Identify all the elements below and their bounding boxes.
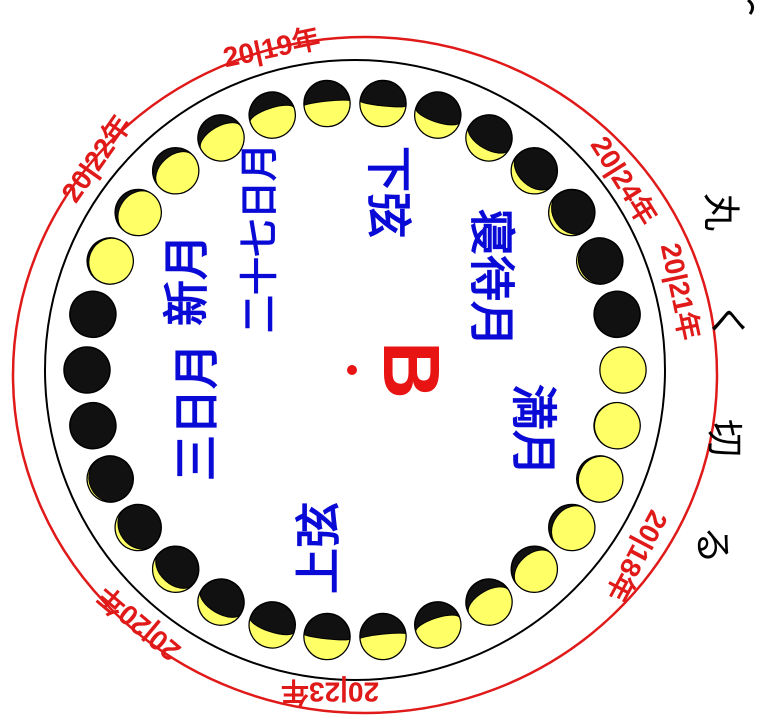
moon-phase-27 [502, 138, 567, 203]
moon-lit-part [543, 498, 604, 560]
moon-phase-2 [590, 398, 645, 453]
moon-phase-17 [66, 287, 121, 342]
moon-phase-7 [409, 596, 467, 654]
moon-phase-25 [409, 86, 467, 144]
moon-phase-11 [190, 571, 253, 634]
moon-lit-part [82, 231, 141, 291]
moon-phase-3 [569, 449, 630, 510]
moon-phase-23 [302, 78, 353, 129]
moon-phase-18 [80, 231, 141, 292]
moon-phase-10 [243, 596, 301, 654]
moon-phase-29 [569, 231, 630, 292]
label-first-quarter: 上弦 [292, 502, 346, 594]
year-label-2019: 20|19年 [220, 22, 323, 74]
moon-phase-30 [590, 287, 645, 342]
moon-lit-part [360, 632, 408, 662]
center-letter: B [367, 341, 456, 399]
moon-phase-24 [358, 78, 409, 129]
moon-phase-14 [80, 449, 141, 510]
cut-char-3: 切 [703, 419, 747, 457]
label-last-quarter: 下弦 [362, 146, 416, 238]
moon-disc [66, 398, 121, 453]
label-new-moon: 新月 [160, 234, 214, 326]
cut-char-2: く [706, 303, 750, 341]
year-label-2020: 20|20年 [90, 580, 186, 668]
label-crescent: 三日月 [170, 343, 224, 481]
moon-phase-1 [600, 347, 646, 393]
moon-lit-part [304, 99, 352, 129]
moon-phase-8 [358, 611, 409, 662]
moon-disc [590, 287, 645, 342]
label-waning-gibbous: 寝待月 [465, 209, 519, 347]
moon-phase-13 [106, 495, 170, 559]
center-dot [347, 365, 357, 375]
moon-phase-22 [243, 86, 301, 144]
moon-lit-part [600, 347, 646, 393]
moon-phase-26 [458, 106, 521, 169]
label-day-27-moon: 二十七日月 [238, 143, 282, 333]
moon-disc [64, 347, 110, 393]
moon-phase-28 [540, 180, 604, 244]
corner-mark [748, 0, 753, 14]
moon-phase-5 [502, 537, 567, 602]
moon-phase-20 [143, 138, 208, 203]
moon-phase-4 [540, 495, 604, 559]
cut-char-4: る [691, 526, 735, 564]
moon-phase-6 [458, 571, 521, 634]
moon-phase-9 [302, 611, 353, 662]
label-full-moon: 満月 [507, 384, 561, 476]
moon-lit-part [571, 449, 630, 509]
year-label-2023: 20|23年 [281, 677, 379, 709]
moon-disc [66, 287, 121, 342]
moon-phase-15 [66, 398, 121, 453]
cut-char-1: 丸 [699, 193, 743, 231]
moon-phase-16 [64, 347, 110, 393]
moon-phase-12 [143, 537, 208, 602]
